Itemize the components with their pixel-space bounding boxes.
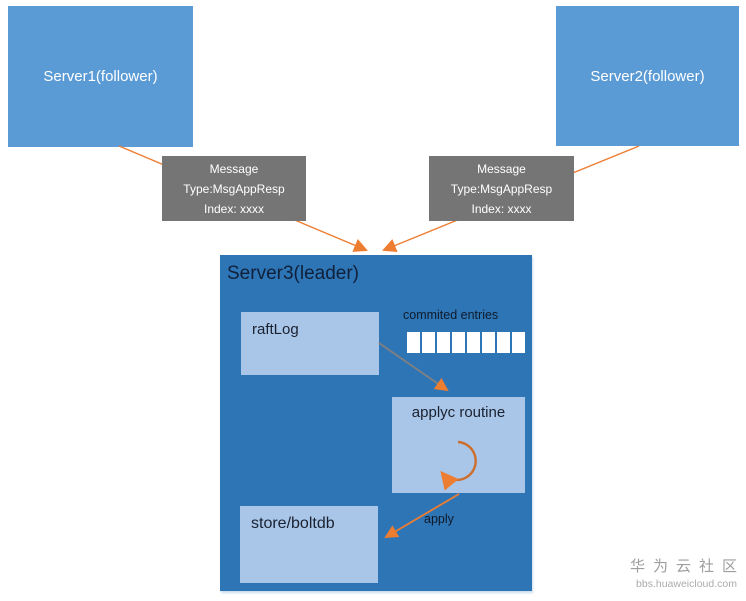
server1-label: Server1(follower) (43, 68, 158, 85)
message-box-1: Message Type:MsgAppResp Index: xxxx (162, 156, 306, 221)
node-raftlog: raftLog (241, 312, 379, 375)
watermark-title: 华为云社区 (629, 558, 745, 575)
message2-line1: Message (477, 162, 526, 176)
node-server2-follower: Server2(follower) (556, 6, 739, 146)
message-box-2: Message Type:MsgAppResp Index: xxxx (429, 156, 574, 221)
store-label: store/boltdb (251, 515, 335, 532)
entry-cell (467, 332, 480, 353)
entry-cell (482, 332, 495, 353)
entry-cell (512, 332, 525, 353)
node-server1-follower: Server1(follower) (8, 6, 193, 147)
committed-entries-row (407, 332, 525, 353)
message1-line3: Index: xxxx (203, 202, 265, 216)
raftlog-label: raftLog (252, 321, 299, 338)
server2-label: Server2(follower) (590, 67, 705, 85)
node-applyc-routine: applyc routine (392, 397, 525, 493)
entry-cell (422, 332, 435, 353)
leader-title: Server3(leader) (227, 263, 359, 284)
applyc-label: applyc routine (411, 404, 506, 421)
entry-cell (407, 332, 420, 353)
entry-cell (452, 332, 465, 353)
message2-line2: Type:MsgAppResp (450, 182, 553, 196)
entry-cell (437, 332, 450, 353)
entry-cell (497, 332, 510, 353)
watermark-url: bbs.huaweicloud.com (636, 578, 737, 590)
committed-entries-label: commited entries (403, 308, 499, 322)
watermark: 华为云社区 bbs.huaweicloud.com (630, 555, 737, 590)
node-store-boltdb: store/boltdb (240, 506, 378, 583)
message1-line2: Type:MsgAppResp (183, 182, 285, 196)
apply-arrow-label: apply (424, 512, 454, 526)
message2-line3: Index: xxxx (471, 202, 532, 216)
message1-line1: Message (209, 162, 259, 176)
